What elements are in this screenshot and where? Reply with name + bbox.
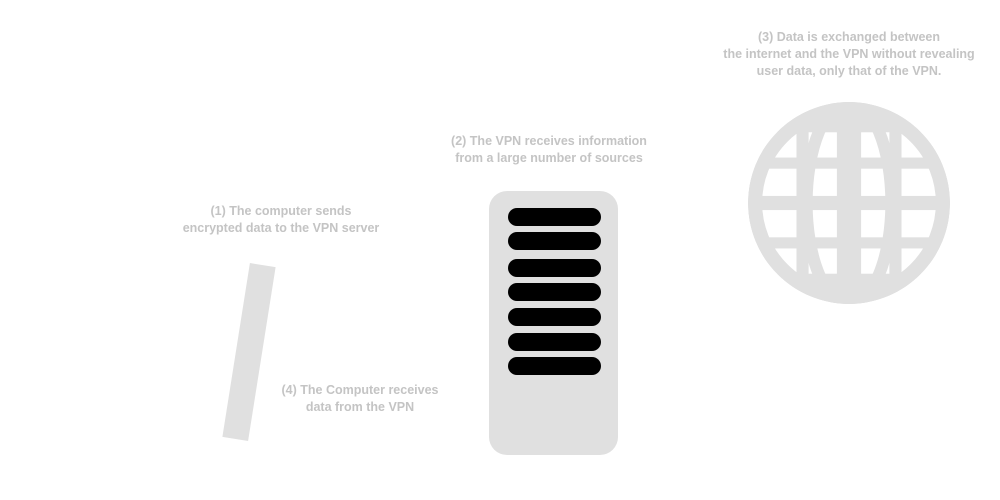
server-slot [508, 232, 601, 250]
step-3-line-1: (3) Data is exchanged between [757, 30, 940, 44]
server-slot [508, 357, 601, 375]
server-slot [508, 208, 601, 226]
step-2-caption: (2) The VPN receives information from a … [438, 133, 660, 167]
server-slot [508, 333, 601, 351]
server-icon [489, 191, 618, 455]
step-3-line-2: the internet and the VPN without reveali… [723, 47, 975, 61]
step-2-line-1: (2) The VPN receives information [451, 134, 647, 148]
step-1-caption: (1) The computer sends encrypted data to… [170, 203, 392, 237]
step-3-caption: (3) Data is exchanged between the intern… [708, 29, 990, 80]
step-3-line-3: user data, only that of the VPN. [756, 64, 942, 78]
step-4-caption: (4) The Computer receives data from the … [262, 382, 458, 416]
server-slot [508, 308, 601, 326]
step-4-line-1: (4) The Computer receives [281, 383, 439, 397]
server-slot [508, 283, 601, 301]
globe-shape [748, 102, 950, 304]
step-1-line-1: (1) The computer sends [210, 204, 352, 218]
step-2-line-2: from a large number of sources [455, 151, 643, 165]
globe-icon [748, 102, 950, 304]
step-4-line-2: data from the VPN [305, 400, 415, 414]
step-1-line-2: encrypted data to the VPN server [182, 221, 380, 235]
server-slot [508, 259, 601, 277]
